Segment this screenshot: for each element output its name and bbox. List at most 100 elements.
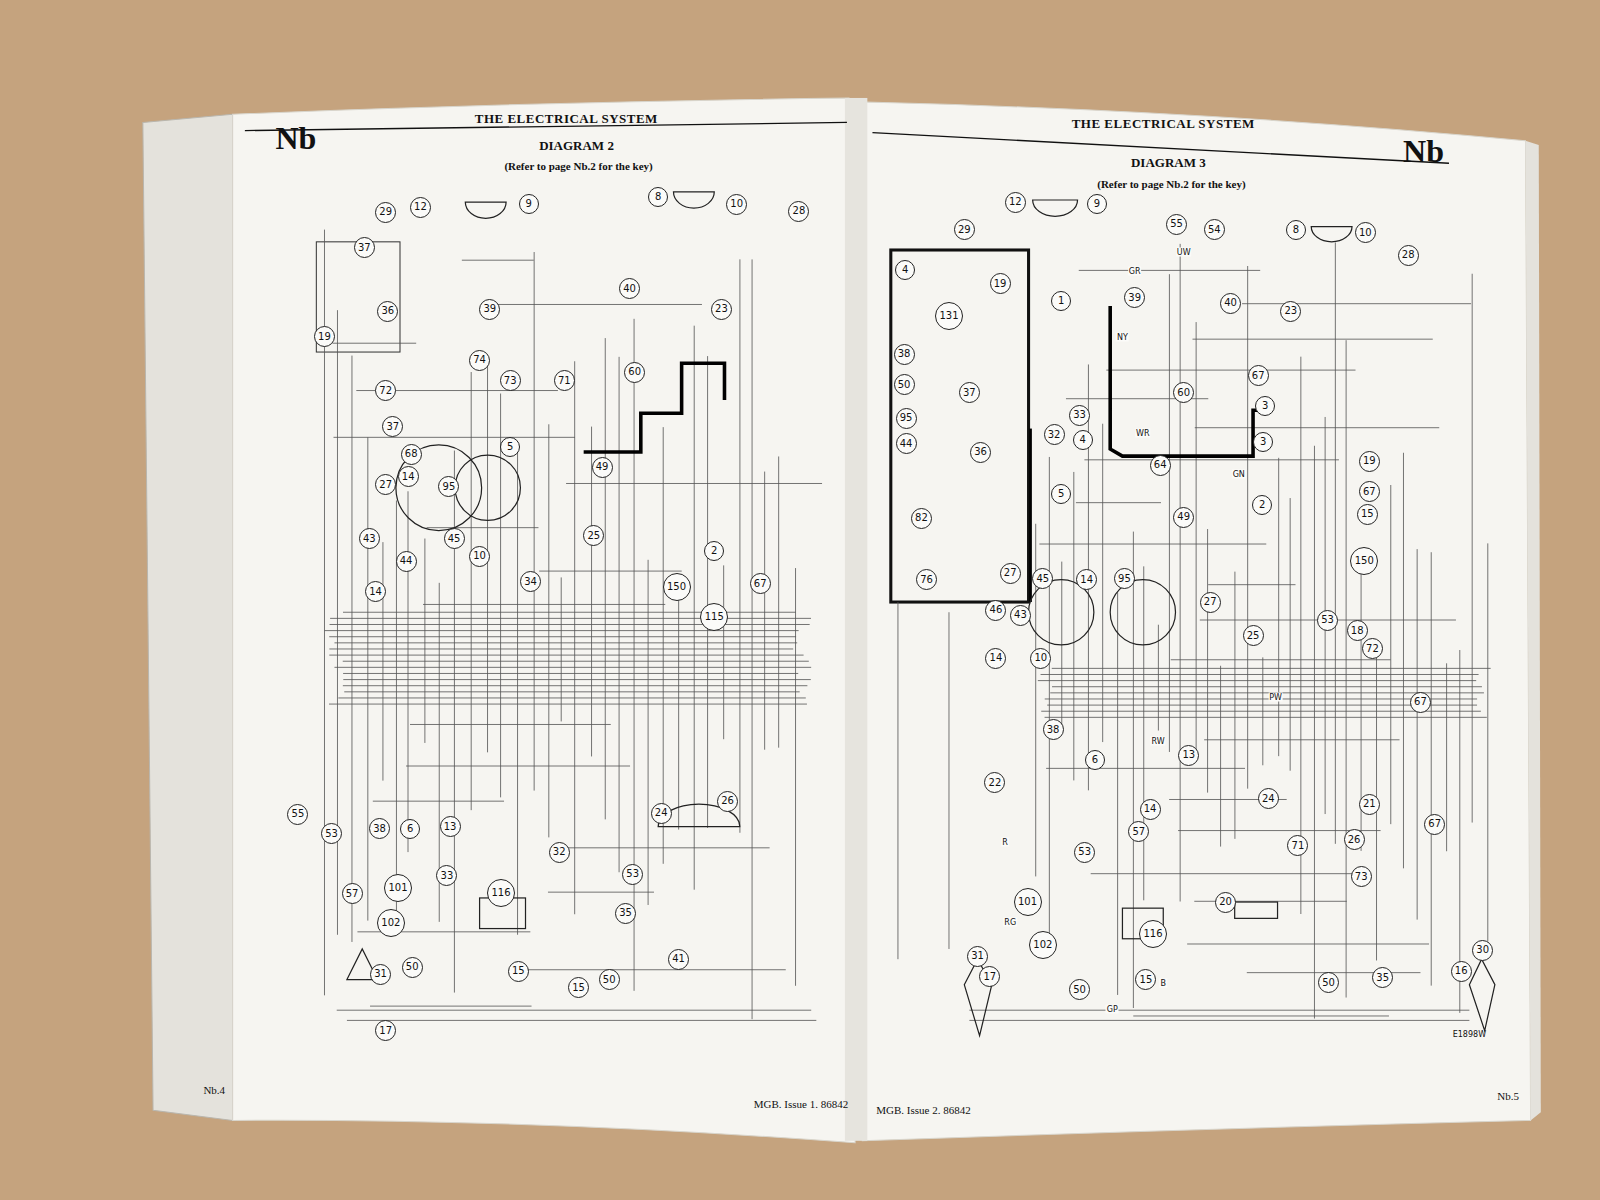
callout-number: 44 <box>400 556 413 566</box>
wire <box>1106 370 1355 371</box>
callout-circle: 57 <box>342 883 363 904</box>
callout-circle: 40 <box>1220 293 1241 314</box>
callout-circle: 16 <box>1451 961 1472 982</box>
page-code: Nb <box>275 119 316 156</box>
callout-number: 1 <box>1058 296 1064 306</box>
wire <box>343 673 798 674</box>
callout-circle: 38 <box>369 818 390 839</box>
callout-circle: 67 <box>750 573 771 594</box>
callout-number: 12 <box>414 202 427 212</box>
wire <box>1192 339 1432 340</box>
callout-number: 22 <box>989 778 1002 788</box>
callout-number: 26 <box>721 796 734 806</box>
wire <box>1187 943 1429 944</box>
callout-number: 40 <box>1224 298 1237 308</box>
callout-number: 21 <box>1363 799 1376 809</box>
left-page <box>233 98 855 1143</box>
wire-code: B <box>1160 978 1168 987</box>
callout-number: 150 <box>667 582 686 592</box>
callout-circle: 45 <box>444 528 465 549</box>
callout-circle: 101 <box>1014 888 1042 916</box>
callout-number: 3 <box>1262 401 1268 411</box>
wire <box>707 356 708 828</box>
wire <box>329 648 793 649</box>
switch-symbol <box>1235 902 1278 918</box>
wire <box>462 260 534 261</box>
callout-circle: 35 <box>615 903 636 924</box>
wire <box>561 577 562 721</box>
callout-number: 38 <box>898 349 911 359</box>
wire <box>471 372 472 810</box>
callout-circle: 32 <box>549 842 570 863</box>
wire <box>1472 274 1473 823</box>
callout-number: 25 <box>588 531 601 541</box>
wire <box>1133 532 1134 1008</box>
callout-number: 60 <box>628 367 641 377</box>
wire <box>343 612 796 613</box>
lamp-symbol <box>673 192 714 208</box>
callout-number: 15 <box>512 966 525 976</box>
callout-circle: 27 <box>1200 592 1221 613</box>
callout-circle: 13 <box>1178 745 1199 766</box>
callout-number: 50 <box>1073 985 1086 995</box>
wire <box>344 691 799 692</box>
callout-circle: 29 <box>375 202 396 223</box>
wire <box>329 704 807 705</box>
callout-number: 43 <box>1014 610 1027 620</box>
callout-number: 57 <box>1132 827 1145 837</box>
callout-circle: 55 <box>1166 214 1187 235</box>
wire <box>566 847 769 848</box>
callout-circle: 38 <box>894 344 915 365</box>
callout-number: 30 <box>1476 945 1489 955</box>
callout-number: 40 <box>623 284 636 294</box>
wire-code: GR <box>1128 267 1142 276</box>
callout-number: 116 <box>1144 929 1163 939</box>
callout-number: 14 <box>402 472 415 482</box>
callout-number: 10 <box>730 199 743 209</box>
callout-number: 50 <box>406 962 419 972</box>
callout-number: 10 <box>473 551 486 561</box>
wire <box>406 766 630 767</box>
callout-number: 67 <box>754 579 767 589</box>
wire <box>969 1010 1469 1011</box>
callout-number: 60 <box>1177 388 1190 398</box>
wire <box>739 259 740 832</box>
callout-number: 9 <box>525 199 531 209</box>
wire <box>329 636 796 637</box>
callout-number: 95 <box>443 482 456 492</box>
callout-circle: 46 <box>985 600 1006 621</box>
wire <box>334 667 811 668</box>
callout-number: 2 <box>711 546 717 556</box>
callout-number: 53 <box>325 829 338 839</box>
wire <box>338 697 805 698</box>
callout-number: 24 <box>655 808 668 818</box>
callout-circle: 50 <box>894 374 915 395</box>
callout-circle: 4 <box>1073 430 1093 450</box>
gauge-symbol <box>455 455 520 520</box>
callout-number: 37 <box>386 422 399 432</box>
callout-number: 68 <box>405 449 418 459</box>
wire <box>1346 340 1347 997</box>
callout-circle: 8 <box>1286 220 1306 240</box>
callout-number: 76 <box>920 575 933 585</box>
wire <box>1039 544 1266 545</box>
gauge-symbol <box>396 445 482 531</box>
callout-number: 37 <box>358 243 371 253</box>
callout-number: 35 <box>619 908 632 918</box>
callout-number: 53 <box>1078 847 1091 857</box>
gauge-symbol <box>1110 580 1175 645</box>
callout-circle: 8 <box>648 187 668 207</box>
callout-number: 53 <box>1321 615 1334 625</box>
callout-number: 12 <box>1009 197 1022 207</box>
wire <box>1045 717 1487 718</box>
page-code: Nb <box>1403 133 1444 170</box>
wire <box>334 437 575 438</box>
callout-circle: 82 <box>911 508 932 529</box>
callout-number: 6 <box>1092 755 1098 765</box>
diagram-title: DIAGRAM 3 <box>1131 155 1206 171</box>
wire-code: WR <box>1135 428 1150 437</box>
lamp-symbol <box>1033 200 1078 216</box>
lamp-symbols <box>347 192 1495 1036</box>
callout-circle: 50 <box>402 957 423 978</box>
wire <box>678 589 679 829</box>
